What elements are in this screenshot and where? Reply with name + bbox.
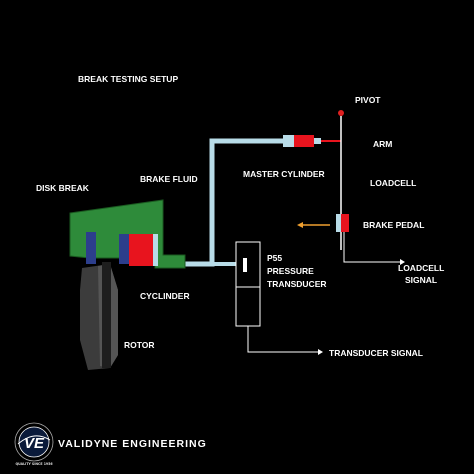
loadcell-signal-line <box>343 232 400 263</box>
loadcell-signal-arrowhead <box>400 259 405 265</box>
pivot-point <box>338 110 344 116</box>
label-cyclinder: CYCLINDER <box>140 291 190 301</box>
label-pivot: PIVOT <box>355 95 381 105</box>
label-brake-fluid: BRAKE FLUID <box>140 174 198 184</box>
label-p55: P55 <box>267 253 282 263</box>
master-cylinder <box>283 135 341 147</box>
pressure-transducer <box>235 241 323 355</box>
label-transducer: TRANSDUCER <box>267 279 327 289</box>
brake-pedal <box>336 214 349 232</box>
validyne-logo: VE QUALITY SINCE 1956 <box>14 422 54 466</box>
label-loadcell-signal-2: SIGNAL <box>405 275 437 285</box>
inner-brake-pad <box>86 232 96 264</box>
label-pressure: PRESSURE <box>267 266 314 276</box>
label-rotor: ROTOR <box>124 340 155 350</box>
rotor <box>80 262 118 370</box>
outer-brake-pad <box>119 234 129 264</box>
label-brake-pedal: BRAKE PEDAL <box>363 220 424 230</box>
fluid-line <box>160 138 283 267</box>
caliper-cylinder <box>129 234 158 266</box>
label-disk-break: DISK BREAK <box>36 183 90 193</box>
label-arm: ARM <box>373 139 392 149</box>
label-master-cylinder: MASTER CYLINDER <box>243 169 325 179</box>
logo-mark: VE <box>24 435 45 452</box>
diagram-title: BREAK TESTING SETUP <box>78 74 178 84</box>
logo-ring-text: QUALITY SINCE 1956 <box>15 462 53 466</box>
force-arrow <box>297 222 330 228</box>
label-loadcell: LOADCELL <box>370 178 416 188</box>
label-loadcell-signal-1: LOADCELL <box>398 263 444 273</box>
label-transducer-signal: TRANSDUCER SIGNAL <box>329 348 423 358</box>
company-name: VALIDYNE ENGINEERING <box>58 438 207 450</box>
